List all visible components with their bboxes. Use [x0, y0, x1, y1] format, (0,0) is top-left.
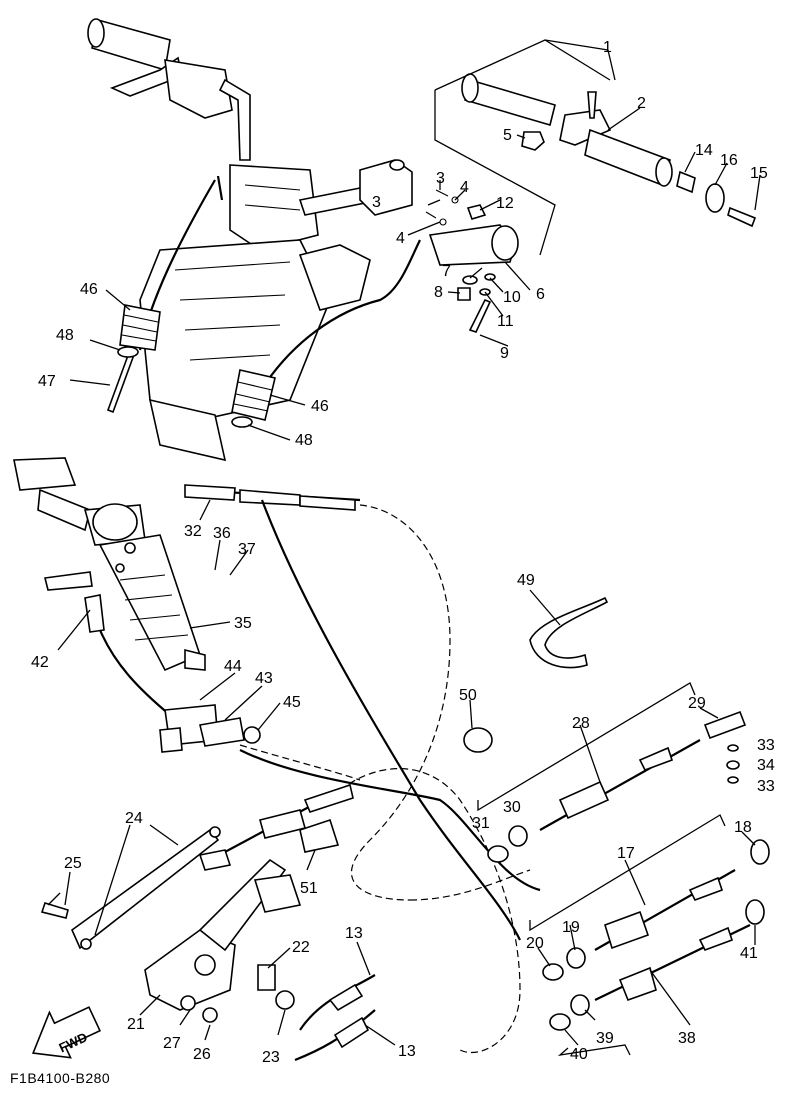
callout-41: 41 — [740, 945, 758, 962]
callout-30: 30 — [503, 799, 521, 816]
callout-40: 40 — [570, 1046, 588, 1063]
boot-46-left — [119, 304, 161, 351]
callout-11: 11 — [497, 313, 514, 330]
cable-17 — [594, 869, 736, 951]
callout-14: 14 — [695, 142, 713, 159]
callout-labels: 1 2 3 3 4 4 5 6 7 8 9 10 11 12 13 13 14 … — [31, 39, 775, 1066]
callout-31: 31 — [472, 815, 490, 832]
bracket-43-44 — [159, 704, 261, 753]
callout-49: 49 — [517, 572, 535, 589]
callout-8: 8 — [434, 284, 443, 301]
callout-24: 24 — [125, 810, 143, 827]
callout-50: 50 — [459, 687, 477, 704]
callout-39: 39 — [596, 1030, 614, 1047]
callout-32: 32 — [184, 523, 202, 540]
callout-19: 19 — [562, 919, 580, 936]
callout-22: 22 — [292, 939, 310, 956]
callout-35: 35 — [234, 615, 252, 632]
boot-46-right — [231, 369, 276, 421]
callout-46: 46 — [311, 398, 329, 415]
callout-2: 2 — [637, 95, 646, 112]
fwd-arrow-icon: FWD — [31, 1006, 101, 1059]
callout-3: 3 — [372, 194, 381, 211]
callout-28: 28 — [572, 715, 590, 732]
callout-25: 25 — [64, 855, 82, 872]
callout-34: 34 — [757, 757, 775, 774]
callout-16: 16 — [720, 152, 738, 169]
callout-10: 10 — [503, 289, 521, 306]
callout-44: 44 — [224, 658, 242, 675]
callout-5: 5 — [503, 127, 512, 144]
callout-33: 33 — [757, 737, 775, 754]
callout-9: 9 — [500, 345, 509, 362]
lever-mechanism-21 — [144, 858, 302, 1023]
right-grip-assembly — [425, 73, 757, 333]
callout-48: 48 — [295, 432, 313, 449]
handlebar-assembly — [87, 18, 413, 462]
callout-45: 45 — [283, 694, 301, 711]
callout-33: 33 — [757, 778, 775, 795]
callout-12: 12 — [496, 195, 514, 212]
callout-36: 36 — [213, 525, 231, 542]
callout-51: 51 — [300, 880, 318, 897]
callout-18: 18 — [734, 819, 752, 836]
callout-3: 3 — [436, 170, 445, 187]
callout-6: 6 — [536, 286, 545, 303]
callout-13: 13 — [345, 925, 363, 942]
callout-37: 37 — [238, 541, 256, 558]
callout-46: 46 — [80, 281, 98, 298]
callout-27: 27 — [163, 1035, 181, 1052]
bracket-24 — [71, 826, 221, 950]
cable-38 — [594, 924, 751, 1002]
callout-48: 48 — [56, 327, 74, 344]
callout-21: 21 — [127, 1016, 145, 1033]
cable-28 — [539, 710, 747, 831]
callout-47: 47 — [38, 373, 56, 390]
figure-code: F1B4100-B280 — [10, 1070, 111, 1086]
callout-1: 1 — [603, 39, 612, 56]
callout-29: 29 — [688, 695, 706, 712]
callout-23: 23 — [262, 1049, 280, 1066]
callout-7: 7 — [442, 263, 451, 280]
callout-4: 4 — [460, 179, 469, 196]
callout-15: 15 — [750, 165, 768, 182]
callout-17: 17 — [617, 845, 635, 862]
callout-13: 13 — [398, 1043, 416, 1060]
callout-4: 4 — [396, 230, 405, 247]
callout-20: 20 — [526, 935, 544, 952]
pedal-assembly — [13, 457, 206, 672]
callout-38: 38 — [678, 1030, 696, 1047]
leader-lines — [47, 39, 761, 1046]
callout-43: 43 — [255, 670, 273, 687]
callout-42: 42 — [31, 654, 49, 671]
callout-26: 26 — [193, 1046, 211, 1063]
